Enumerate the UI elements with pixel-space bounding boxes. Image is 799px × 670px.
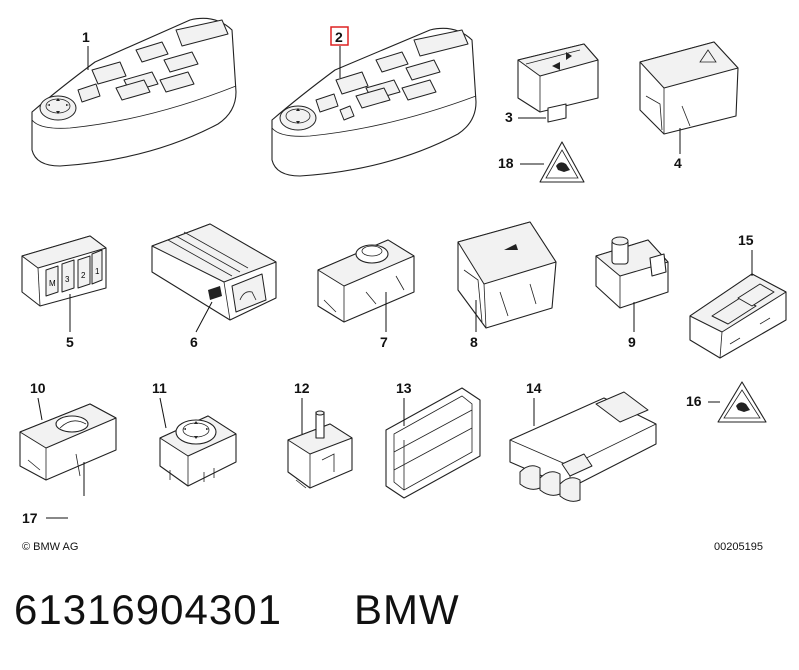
brand-label: BMW (354, 586, 460, 633)
copyright-label: © BMW AG (22, 541, 79, 553)
svg-text:16: 16 (686, 393, 702, 409)
part-8-switch[interactable] (457, 221, 557, 329)
part-16-warning-label[interactable] (717, 381, 767, 423)
part-10-seat-switch[interactable] (19, 403, 117, 481)
svg-text:4: 4 (674, 155, 682, 171)
svg-text:17: 17 (22, 510, 38, 526)
svg-text:13: 13 (396, 380, 412, 396)
callout-8: 8 (470, 300, 478, 350)
part-15-console-switch[interactable] (689, 273, 787, 359)
drawing-id: 00205195 (714, 541, 763, 553)
parts-diagram: 1 2 3 (19, 17, 787, 526)
callout-12: 12 (294, 380, 310, 434)
svg-text:3: 3 (505, 109, 513, 125)
callout-4: 4 (674, 128, 682, 171)
callout-1: 1 (82, 29, 90, 70)
svg-text:11: 11 (152, 380, 167, 396)
svg-text:8: 8 (470, 334, 478, 350)
svg-text:9: 9 (628, 334, 636, 350)
svg-text:18: 18 (498, 155, 514, 171)
part-3-switch[interactable] (517, 43, 599, 123)
callout-2-selected[interactable]: 2 (330, 26, 349, 78)
callout-14: 14 (526, 380, 542, 426)
callout-6: 6 (190, 301, 213, 350)
callout-17: 17 (22, 462, 85, 526)
part-1-window-switch-block[interactable] (31, 17, 237, 167)
svg-text:1: 1 (82, 29, 90, 45)
svg-text:2: 2 (335, 29, 343, 45)
svg-text:15: 15 (738, 232, 754, 248)
svg-text:14: 14 (526, 380, 542, 396)
svg-text:5: 5 (66, 334, 74, 350)
part-9-push-button[interactable] (595, 236, 669, 309)
callout-10: 10 (30, 380, 46, 421)
part-4-hazard-switch[interactable] (639, 41, 739, 135)
part-18-warning-label[interactable] (539, 141, 585, 183)
part-6-seat-heating-switch[interactable] (151, 223, 277, 321)
svg-text:10: 10 (30, 380, 46, 396)
callout-3: 3 (505, 109, 546, 125)
callout-5: 5 (66, 294, 74, 350)
svg-text:1: 1 (95, 267, 100, 276)
callout-11: 11 (152, 380, 167, 429)
part-number: 61316904301 (14, 586, 282, 633)
svg-text:M: M (49, 279, 56, 288)
svg-text:12: 12 (294, 380, 310, 396)
part-14-console-switch-assembly[interactable] (509, 391, 657, 502)
svg-text:6: 6 (190, 334, 198, 350)
svg-text:2: 2 (81, 271, 86, 280)
part-5-memory-switch[interactable]: M 3 2 1 (21, 235, 107, 307)
part-2-window-switch-block[interactable] (271, 27, 477, 177)
svg-text:7: 7 (380, 334, 388, 350)
part-7-knob-switch[interactable] (317, 239, 415, 323)
callout-15: 15 (738, 232, 754, 276)
part-13-cover-panel[interactable] (385, 387, 481, 499)
callout-18: 18 (498, 155, 544, 171)
callout-9: 9 (628, 302, 636, 350)
svg-text:3: 3 (65, 275, 70, 284)
callout-13: 13 (396, 380, 412, 426)
part-11-mirror-switch[interactable] (159, 415, 237, 487)
callout-7: 7 (380, 292, 388, 350)
callout-16: 16 (686, 393, 720, 409)
part-12-plunger-switch[interactable] (287, 410, 353, 489)
